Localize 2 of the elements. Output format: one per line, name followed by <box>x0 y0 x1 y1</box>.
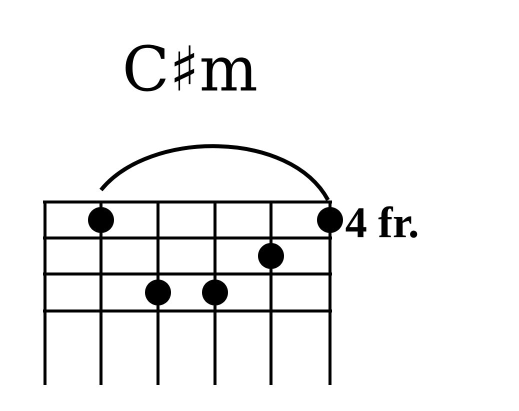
fret-label: 4 fr. <box>346 206 418 238</box>
chord-name: C♯m <box>126 44 256 92</box>
